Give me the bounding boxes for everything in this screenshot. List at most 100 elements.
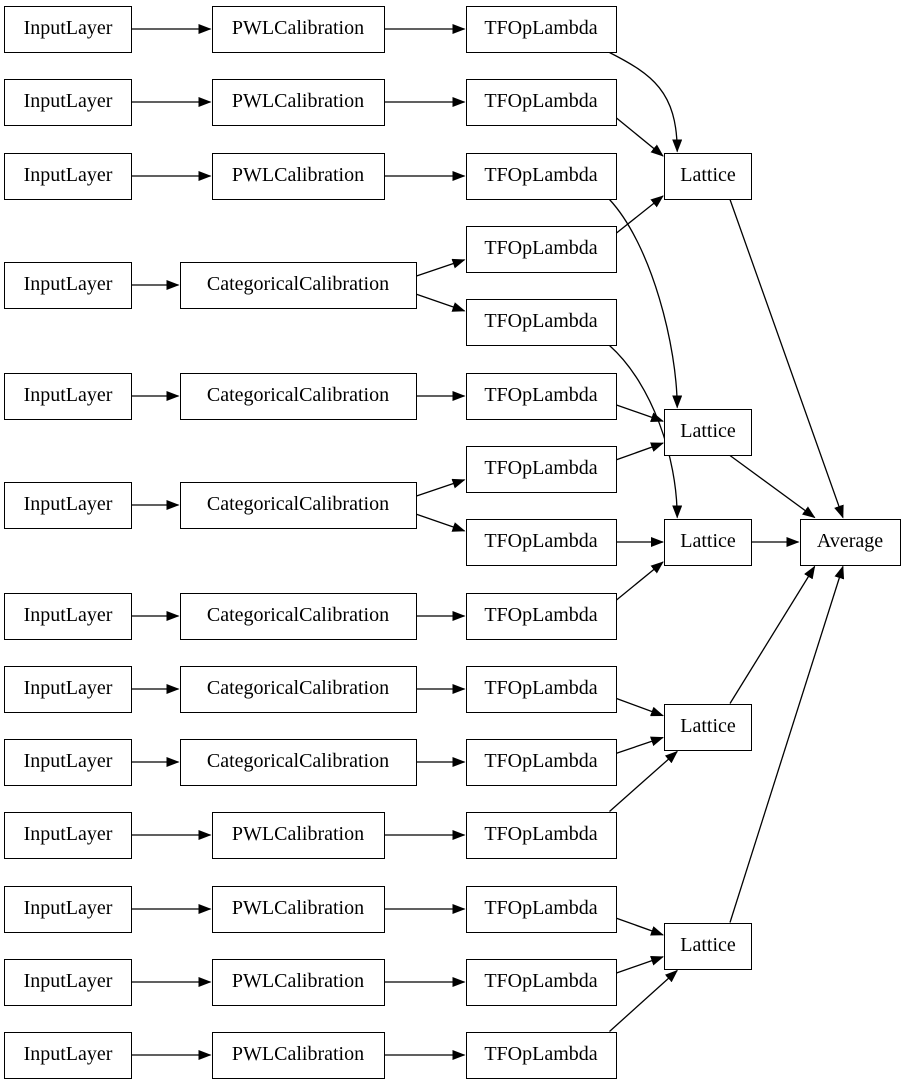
node-label: Lattice <box>680 530 736 552</box>
node-label: Lattice <box>680 934 736 956</box>
node-lattice-lat4: Lattice <box>664 703 752 751</box>
edge-cal04-op05 <box>416 293 466 312</box>
node-label: TFOpLambda <box>484 750 598 772</box>
node-label: TFOpLambda <box>484 90 598 112</box>
edge-lat2-avg <box>729 454 816 519</box>
node-label: PWLCalibration <box>231 1043 365 1065</box>
node-label: InputLayer <box>23 1043 113 1065</box>
node-label: CategoricalCalibration <box>206 273 390 295</box>
node-label: InputLayer <box>23 970 113 992</box>
node-pwl-cal11: PWLCalibration <box>211 885 385 933</box>
node-label: TFOpLambda <box>484 677 598 699</box>
node-op-op05: TFOpLambda <box>465 298 617 346</box>
node-label: PWLCalibration <box>231 90 365 112</box>
node-label: CategoricalCalibration <box>206 384 390 406</box>
node-label: CategoricalCalibration <box>206 677 390 699</box>
edge-op06-lat2 <box>616 404 664 422</box>
edge-op11-lat4 <box>616 736 664 754</box>
node-input-in02: InputLayer <box>4 78 132 126</box>
node-cat-cal06: CategoricalCalibration <box>179 481 417 529</box>
node-label: TFOpLambda <box>484 530 598 552</box>
node-input-in11: InputLayer <box>4 885 132 933</box>
node-label: InputLayer <box>23 17 113 39</box>
edge-op03-lat2 <box>609 199 683 409</box>
node-op-op04: TFOpLambda <box>465 225 617 273</box>
node-cat-cal08: CategoricalCalibration <box>179 665 417 713</box>
node-pwl-cal12: PWLCalibration <box>211 958 385 1006</box>
node-op-op08: TFOpLambda <box>465 518 617 566</box>
node-label: InputLayer <box>23 604 113 626</box>
node-op-op11: TFOpLambda <box>465 738 617 786</box>
node-label: InputLayer <box>23 90 113 112</box>
node-op-op01: TFOpLambda <box>465 5 617 53</box>
node-lattice-lat2: Lattice <box>664 408 752 456</box>
edge-op13-lat5 <box>616 917 664 936</box>
edge-lat5-avg <box>729 565 845 923</box>
edge-lat4-avg <box>729 565 816 704</box>
node-label: InputLayer <box>23 164 113 186</box>
node-avg-avg: Average <box>799 518 901 566</box>
node-label: TFOpLambda <box>484 164 598 186</box>
node-pwl-cal01: PWLCalibration <box>211 5 385 53</box>
edge-op04-lat1 <box>616 195 664 234</box>
node-cat-cal04: CategoricalCalibration <box>179 261 417 309</box>
node-label: Lattice <box>680 420 736 442</box>
node-label: TFOpLambda <box>484 17 598 39</box>
node-label: TFOpLambda <box>484 1043 598 1065</box>
node-label: TFOpLambda <box>484 897 598 919</box>
node-op-op03: TFOpLambda <box>465 152 617 200</box>
node-op-op02: TFOpLambda <box>465 78 617 126</box>
node-label: Average <box>816 530 884 552</box>
node-label: InputLayer <box>23 677 113 699</box>
edge-op05-lat3 <box>609 345 683 519</box>
edge-lat1-avg <box>729 199 844 519</box>
node-label: PWLCalibration <box>231 164 365 186</box>
node-cat-cal07: CategoricalCalibration <box>179 592 417 640</box>
edge-cal06-op07 <box>416 478 466 497</box>
node-label: TFOpLambda <box>484 823 598 845</box>
node-cat-cal09: CategoricalCalibration <box>179 738 417 786</box>
node-op-op14: TFOpLambda <box>465 958 617 1006</box>
node-pwl-cal10: PWLCalibration <box>211 811 385 859</box>
node-label: InputLayer <box>23 750 113 772</box>
edge-cal06-op08 <box>416 513 466 532</box>
node-lattice-lat1: Lattice <box>664 152 752 200</box>
node-label: TFOpLambda <box>484 457 598 479</box>
node-lattice-lat3: Lattice <box>664 518 752 566</box>
node-label: TFOpLambda <box>484 970 598 992</box>
node-label: Lattice <box>680 715 736 737</box>
node-input-in06: InputLayer <box>4 481 132 529</box>
node-label: InputLayer <box>23 273 113 295</box>
edge-op07-lat2 <box>616 442 664 461</box>
node-pwl-cal03: PWLCalibration <box>211 152 385 200</box>
node-label: CategoricalCalibration <box>206 750 390 772</box>
edge-op02-lat1 <box>616 117 664 157</box>
node-cat-cal05: CategoricalCalibration <box>179 372 417 420</box>
node-label: InputLayer <box>23 384 113 406</box>
node-label: InputLayer <box>23 493 113 515</box>
edge-op10-lat4 <box>616 697 664 717</box>
node-label: CategoricalCalibration <box>206 604 390 626</box>
node-input-in05: InputLayer <box>4 372 132 420</box>
node-pwl-cal13: PWLCalibration <box>211 1031 385 1079</box>
node-label: CategoricalCalibration <box>206 493 390 515</box>
node-input-in12: InputLayer <box>4 958 132 1006</box>
edge-op01-lat1 <box>609 51 683 153</box>
node-input-in07: InputLayer <box>4 592 132 640</box>
node-label: TFOpLambda <box>484 237 598 259</box>
node-pwl-cal02: PWLCalibration <box>211 78 385 126</box>
node-op-op15: TFOpLambda <box>465 1031 617 1079</box>
node-op-op06: TFOpLambda <box>465 372 617 420</box>
node-label: InputLayer <box>23 823 113 845</box>
edge-op14-lat5 <box>616 956 664 974</box>
node-input-in13: InputLayer <box>4 1031 132 1079</box>
node-input-in09: InputLayer <box>4 738 132 786</box>
node-op-op07: TFOpLambda <box>465 445 617 493</box>
edge-op09-lat3 <box>616 561 664 601</box>
node-op-op12: TFOpLambda <box>465 811 617 859</box>
node-label: PWLCalibration <box>231 897 365 919</box>
node-input-in01: InputLayer <box>4 5 132 53</box>
